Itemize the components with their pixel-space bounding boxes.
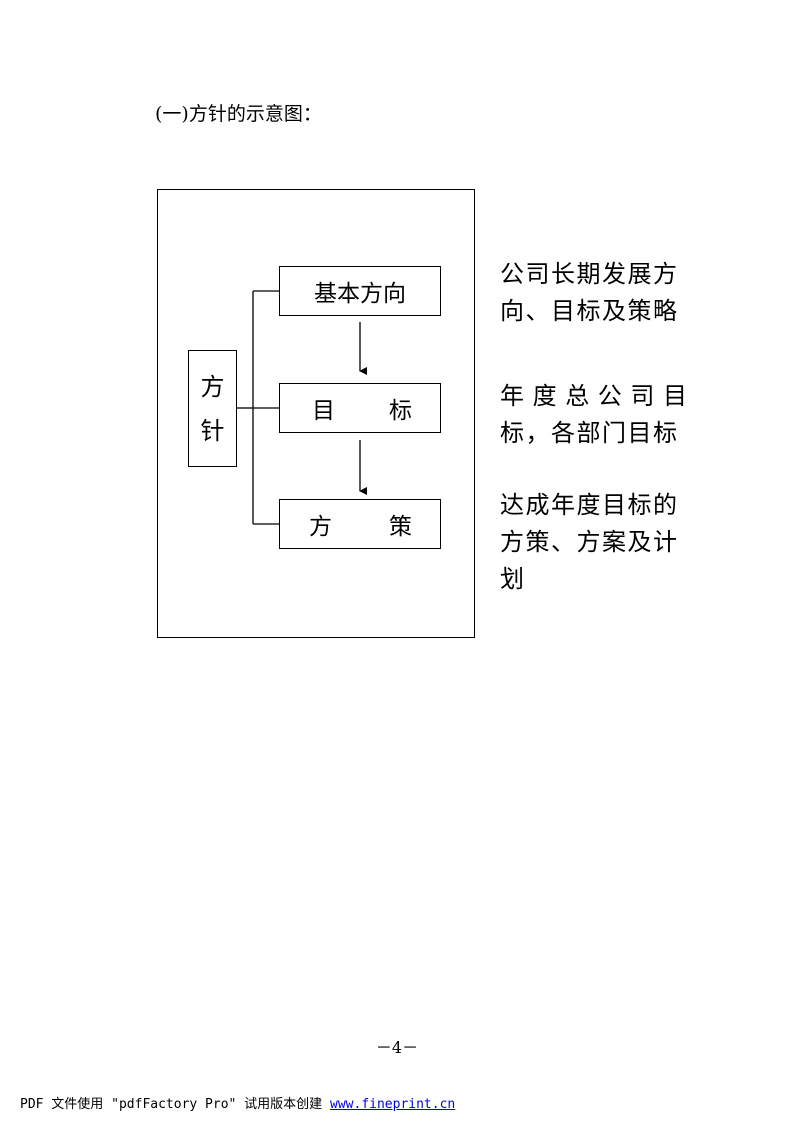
page-number: －4－ — [375, 1038, 419, 1057]
center-label-top: 方 — [200, 372, 225, 401]
description-basic-line2: 向、目标及策略 — [500, 297, 679, 325]
description-goal: 年度总公司目 标，各部门目标 — [500, 378, 710, 452]
description-goal-line1: 年度总公司目 — [500, 382, 696, 410]
footer-link[interactable]: www.fineprint.cn — [330, 1097, 456, 1112]
center-label-bottom: 针 — [200, 416, 225, 445]
diagram-frame — [157, 189, 475, 638]
section-heading: (一)方针的示意图： — [155, 103, 322, 125]
description-basic-direction: 公司长期发展方 向、目标及策略 — [500, 256, 710, 330]
description-policy-line3: 划 — [500, 565, 526, 593]
description-policy-line1: 达成年度目标的 — [500, 491, 679, 519]
center-box-fangzhen: 方 针 — [188, 350, 237, 467]
box-policy-label-b: 策 — [389, 514, 412, 540]
footer-text: PDF 文件使用 "pdfFactory Pro" 试用版本创建 — [20, 1097, 331, 1112]
box-policy: 方 策 — [279, 499, 441, 549]
box-basic-direction: 基本方向 — [279, 266, 441, 316]
description-policy: 达成年度目标的 方策、方案及计 划 — [500, 487, 710, 598]
box-goal: 目 标 — [279, 383, 441, 433]
box-basic-label: 基本方向 — [314, 281, 406, 307]
box-goal-label-b: 标 — [389, 398, 412, 424]
description-basic-line1: 公司长期发展方 — [500, 260, 679, 288]
pdf-footer: PDF 文件使用 "pdfFactory Pro" 试用版本创建 www.fin… — [20, 1093, 455, 1112]
description-goal-line2: 标，各部门目标 — [500, 419, 679, 447]
box-goal-label-a: 目 — [312, 398, 335, 424]
description-policy-line2: 方策、方案及计 — [500, 528, 679, 556]
box-policy-label-a: 方 — [309, 514, 332, 540]
